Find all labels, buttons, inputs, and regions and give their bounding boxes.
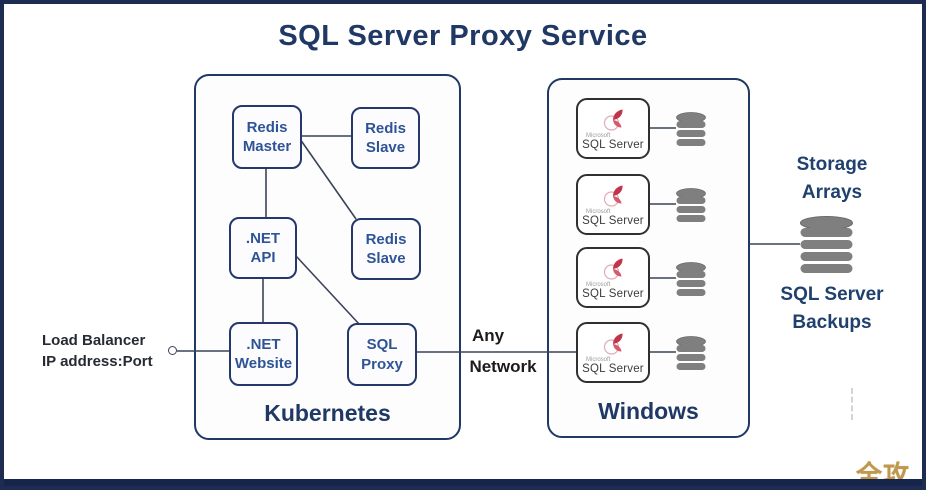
sql-server-logo-icon	[603, 258, 623, 280]
any-network-label: Any	[471, 326, 505, 345]
page-title: SQL Server Proxy Service	[278, 20, 648, 52]
node-redis-slave-top: Redis Slave	[351, 107, 420, 169]
sql-server-label: SQL Server	[582, 138, 644, 151]
node-label-line: Website	[234, 355, 293, 372]
kubernetes-label: Kubernetes	[264, 400, 391, 426]
node-net-website: .NET Website	[229, 322, 298, 386]
microsoft-brand-label: Microsoft	[586, 132, 611, 139]
backups-line: SQL Server	[780, 284, 884, 305]
node-redis-master: Redis Master	[232, 105, 302, 169]
node-label-line: SQL	[366, 336, 398, 353]
sql-server-label: SQL Server	[582, 287, 644, 300]
sql-server-instance: Microsoft SQL Server	[576, 322, 650, 383]
node-label-line: Slave	[366, 250, 406, 267]
load-balancer-line: Load Balancer	[42, 332, 146, 349]
node-label-line: Redis	[365, 119, 406, 137]
backups-line: Backups	[792, 311, 872, 333]
sql-server-label: SQL Server	[582, 362, 644, 375]
load-balancer-label: Load Balancer IP address:Port	[42, 330, 153, 372]
sql-server-instance: Microsoft SQL Server	[576, 247, 650, 308]
sql-server-label: SQL Server	[582, 214, 644, 227]
database-icon	[676, 112, 706, 146]
node-label-line: Redis	[365, 230, 407, 248]
sql-server-backups-label: SQL Server Backups	[767, 281, 897, 336]
node-label-line: .NET	[245, 229, 281, 247]
node-label-line: API	[250, 249, 276, 266]
sql-server-logo-icon	[603, 333, 623, 355]
line-master-to-slave2	[299, 138, 357, 220]
connector-endpoint-circle	[168, 346, 177, 355]
node-label-line: Redis	[246, 118, 288, 136]
node-sql-proxy: SQL Proxy	[347, 323, 417, 386]
windows-label: Windows	[598, 398, 699, 424]
sql-server-instance: Microsoft SQL Server	[576, 98, 650, 159]
storage-arrays-line: Arrays	[801, 181, 863, 203]
node-redis-slave-mid: Redis Slave	[351, 218, 421, 280]
storage-array-icon	[800, 216, 853, 273]
sql-server-logo-icon	[603, 109, 623, 131]
node-label-line: Proxy	[361, 355, 403, 373]
node-label-line: Slave	[365, 139, 406, 156]
any-network-label: Network	[469, 357, 537, 376]
sql-server-instance: Microsoft SQL Server	[576, 174, 650, 235]
database-icon	[676, 188, 706, 222]
faint-dashed-mark	[851, 388, 853, 420]
storage-arrays-line: Storage	[796, 154, 868, 175]
line-api-to-proxy	[295, 255, 361, 326]
microsoft-brand-label: Microsoft	[586, 208, 611, 215]
node-net-api: .NET API	[229, 217, 297, 279]
node-label-line: .NET	[246, 335, 281, 353]
bottom-border-bar	[4, 479, 922, 486]
storage-arrays-label: Storage Arrays	[772, 151, 892, 206]
database-icon	[676, 262, 706, 296]
microsoft-brand-label: Microsoft	[586, 356, 611, 363]
node-label-line: Master	[242, 138, 292, 155]
load-balancer-line: IP address:Port	[42, 353, 153, 370]
sql-server-logo-icon	[603, 185, 623, 207]
database-icon	[676, 336, 706, 370]
microsoft-brand-label: Microsoft	[586, 281, 611, 288]
connector-lines	[177, 127, 800, 353]
